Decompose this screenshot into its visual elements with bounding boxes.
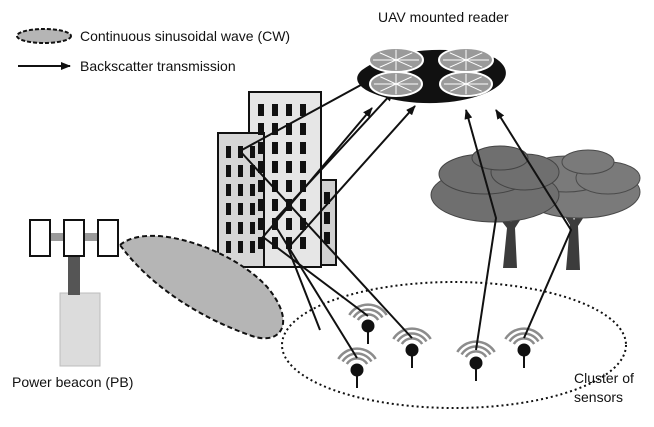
building-window (300, 142, 306, 154)
backscatter-path-4 (286, 105, 416, 331)
tree-left-trunk (493, 207, 528, 268)
building-window (258, 180, 264, 192)
sensor-group (337, 303, 544, 388)
backscatter-path-5 (464, 109, 498, 351)
building-window (238, 222, 243, 234)
cluster-label-line1: Cluster of (574, 370, 634, 386)
building-window (324, 232, 330, 244)
beacon-antenna-1 (29, 219, 51, 257)
beacon-antenna-3 (97, 219, 119, 257)
building-window (272, 142, 278, 154)
quadcopter-icon (357, 47, 506, 104)
wireless-sensor-icon (337, 347, 377, 388)
building-window (226, 184, 231, 196)
building-window (258, 104, 264, 116)
backscatter-links (238, 79, 573, 359)
building-window (258, 237, 264, 249)
building-window (300, 123, 306, 135)
building-window (226, 146, 231, 158)
building-window (250, 203, 255, 215)
legend-cw-swatch (16, 28, 72, 44)
wireless-sensor-icon (392, 327, 432, 368)
uav-rotor-blade (379, 52, 413, 68)
building-window (238, 165, 243, 177)
building-window (286, 104, 292, 116)
building-window (272, 161, 278, 173)
building-window (324, 212, 330, 224)
building-window (258, 123, 264, 135)
building-icon (217, 91, 337, 268)
building-window (250, 165, 255, 177)
building-window (300, 180, 306, 192)
building-window (226, 222, 231, 234)
wireless-sensor-icon (504, 327, 544, 368)
building-window (272, 180, 278, 192)
wireless-sensor-icon (348, 303, 388, 344)
building-window (286, 218, 292, 230)
uav-rotor-blade (380, 76, 412, 92)
building-window (272, 199, 278, 211)
building-window (300, 199, 306, 211)
beacon-pole (68, 255, 80, 295)
cw-beam-lobe (118, 234, 285, 340)
building-window (272, 123, 278, 135)
building-window (286, 161, 292, 173)
tree-icon (430, 145, 641, 270)
building-window (272, 237, 278, 249)
building-window (226, 165, 231, 177)
building-window (286, 180, 292, 192)
beacon-antenna-2 (63, 219, 85, 257)
building-window (226, 241, 231, 253)
building-window (300, 218, 306, 230)
building-window (250, 222, 255, 234)
building-window (226, 203, 231, 215)
building-window (250, 241, 255, 253)
wireless-sensor-icon (456, 340, 496, 381)
power-beacon-label: Power beacon (PB) (12, 374, 133, 390)
sensor-cluster-boundary (281, 281, 627, 409)
tree-left-foliage (430, 145, 560, 223)
backscatter-path-6 (495, 109, 573, 339)
building-window (238, 241, 243, 253)
building-window (238, 203, 243, 215)
building-window (258, 161, 264, 173)
building-window (258, 199, 264, 211)
building-window (250, 184, 255, 196)
building-window (286, 123, 292, 135)
beacon-base (59, 292, 101, 367)
building-window (258, 218, 264, 230)
tree-right-trunk (558, 205, 591, 270)
uav-label: UAV mounted reader (378, 9, 509, 25)
building-window (300, 161, 306, 173)
building-window (300, 104, 306, 116)
building-window (250, 146, 255, 158)
legend-backscatter-label: Backscatter transmission (80, 58, 236, 74)
building-window (300, 237, 306, 249)
cluster-label-line2: sensors (574, 389, 623, 405)
backscatter-path-1 (261, 107, 373, 317)
backscatter-path-2 (238, 79, 413, 339)
uav-rotor-blade (449, 52, 483, 68)
cell-tower-icon (29, 219, 119, 367)
legend: Continuous sinusoidal wave (CW) Backscat… (16, 28, 290, 74)
uav-rotors (368, 47, 494, 97)
building-window (286, 237, 292, 249)
building-window (286, 142, 292, 154)
building-window (324, 192, 330, 204)
uav-rotor-blade (450, 76, 482, 92)
building-windows (226, 104, 330, 253)
legend-cw-label: Continuous sinusoidal wave (CW) (80, 28, 290, 44)
backscatter-path-3 (271, 91, 394, 359)
building-window (238, 184, 243, 196)
building-window (258, 142, 264, 154)
building-window (272, 104, 278, 116)
